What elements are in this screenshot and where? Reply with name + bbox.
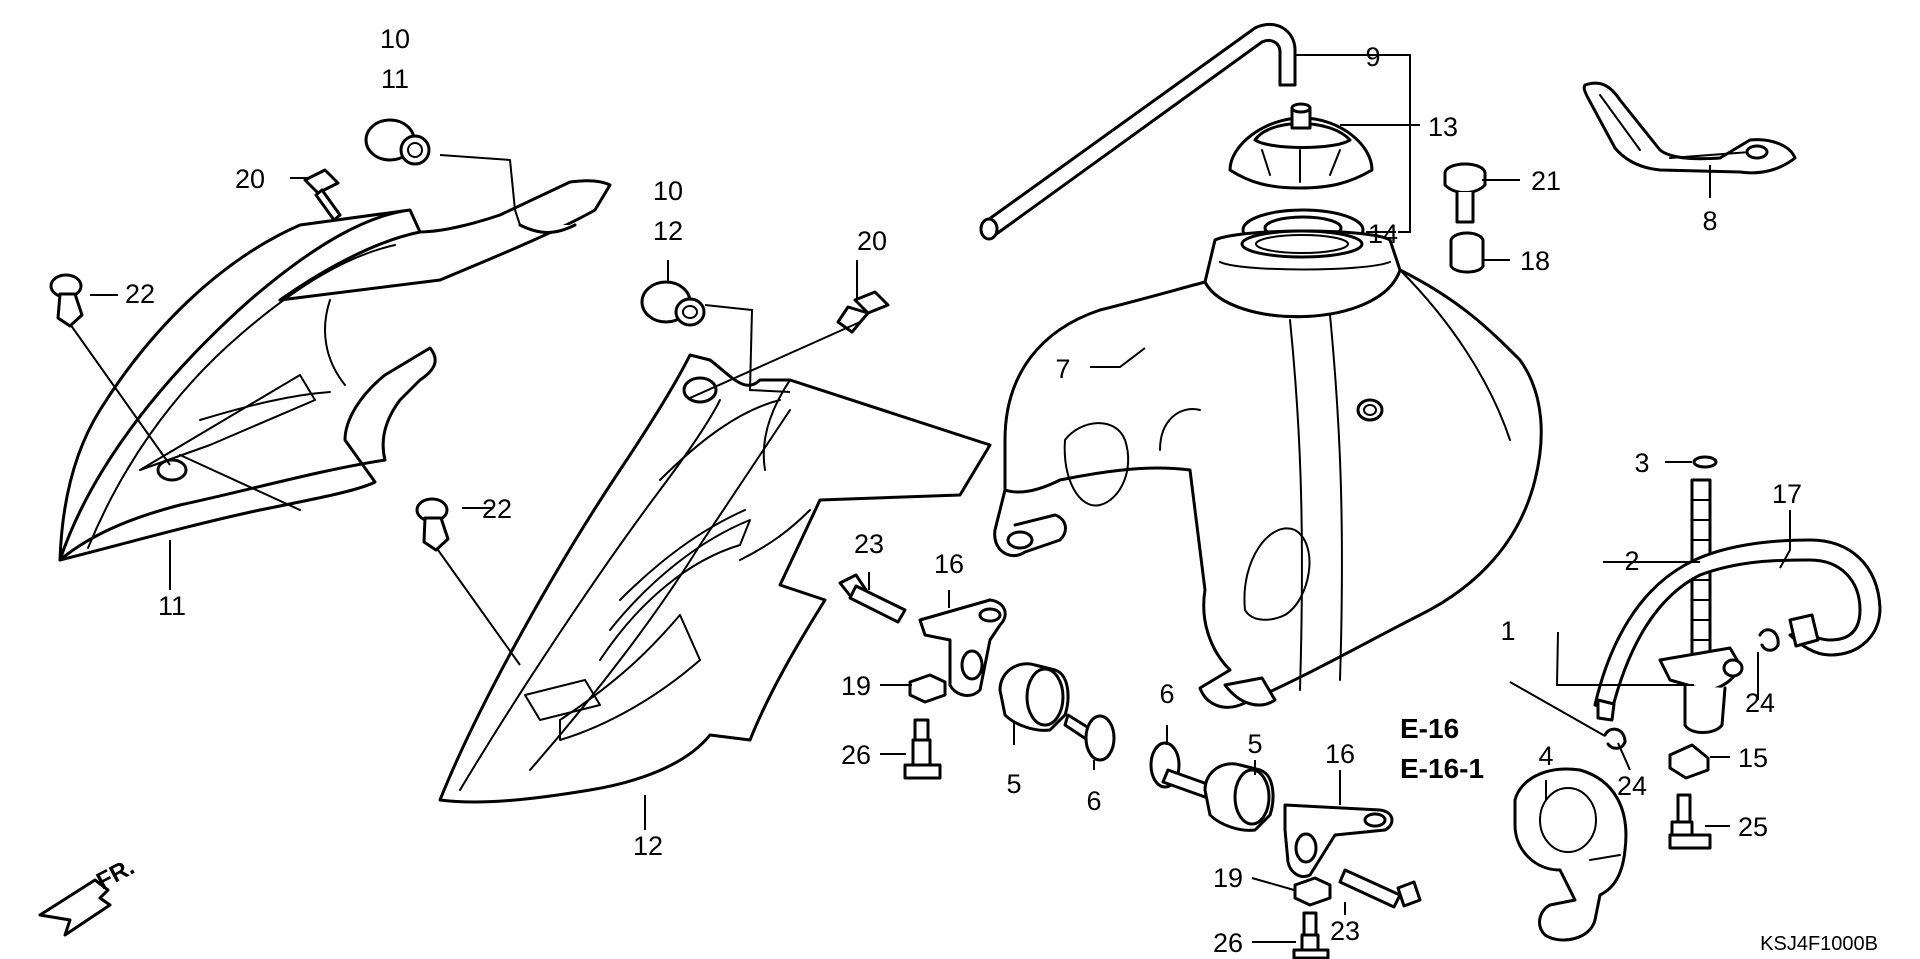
part-25-bolt — [1668, 793, 1712, 850]
callout-25: 25 — [1738, 812, 1768, 842]
part-16-stay-right — [1283, 803, 1394, 878]
part-19-nut-left — [908, 673, 947, 704]
callout-15: 15 — [1738, 743, 1768, 773]
callout-26-right: 26 — [1213, 928, 1243, 958]
callout-18: 18 — [1520, 246, 1550, 276]
reference-label-e16: E-16 — [1400, 713, 1459, 744]
callout-6-left: 6 — [1086, 786, 1101, 816]
part-22-clip-left — [49, 273, 84, 328]
part-23-bolt-right — [1338, 868, 1422, 909]
reference-labels: E-16 E-16-1 — [1400, 713, 1484, 784]
callout-11-lower: 11 — [158, 591, 186, 621]
callout-3: 3 — [1634, 448, 1649, 478]
front-direction-arrow — [38, 878, 112, 937]
callout-5-right: 5 — [1247, 729, 1262, 759]
callout-5-left: 5 — [1006, 769, 1021, 799]
part-1-fuel-cock — [1658, 646, 1744, 734]
part-18-collar — [1449, 231, 1485, 274]
part-5-mount-rubber-right — [1203, 762, 1275, 832]
callout-9: 9 — [1365, 42, 1380, 72]
part-12-front-shroud — [438, 353, 992, 804]
part-24-hose-clip-lower — [1603, 727, 1627, 750]
part-13-fuel-cap — [1228, 102, 1374, 190]
part-10-grommet-lower — [640, 280, 706, 327]
reference-label-e16-1: E-16-1 — [1400, 753, 1484, 784]
part-6-collar-left — [1063, 713, 1116, 762]
callout-8: 8 — [1702, 206, 1717, 236]
part-24-hose-clip-upper — [1758, 628, 1780, 652]
drawing-code: KSJ4F1000B — [1760, 933, 1878, 955]
part-8-bracket — [1582, 81, 1797, 175]
part-4-cock-guard — [1513, 767, 1628, 942]
callout-20-lower: 20 — [857, 226, 887, 256]
part-16-stay-left — [918, 598, 1007, 697]
callout-22-left: 22 — [125, 279, 155, 309]
callout-4: 4 — [1538, 741, 1553, 771]
part-15-bolt — [1668, 743, 1710, 780]
part-5-mount-rubber-left — [998, 662, 1070, 732]
callout-19-left: 19 — [841, 671, 871, 701]
part-20-bolt-lower — [836, 290, 890, 334]
callout-20-upper: 20 — [235, 164, 265, 194]
part-17-fuel-hose — [1593, 538, 1882, 722]
callout-7: 7 — [1055, 354, 1070, 384]
part-6-collar-right — [1149, 741, 1212, 799]
callout-2: 2 — [1624, 546, 1639, 576]
callout-14: 14 — [1368, 219, 1398, 249]
part-10-grommet-upper — [364, 118, 431, 166]
part-9-breather-tube — [979, 22, 1297, 241]
callout-24-lower: 24 — [1617, 771, 1647, 801]
part-11-left-shroud — [58, 179, 612, 562]
callout-16-right: 16 — [1325, 739, 1355, 769]
callout-12-lower: 12 — [633, 831, 663, 861]
part-21-bolt — [1443, 162, 1487, 224]
callout-12-upper: 12 — [653, 216, 683, 246]
callout-26-left: 26 — [841, 740, 871, 770]
callout-19-right: 19 — [1213, 863, 1243, 893]
part-26-bolt-left — [903, 718, 942, 780]
part-3-washer — [1692, 455, 1718, 469]
callout-10-upper: 10 — [380, 24, 410, 54]
callout-6-right: 6 — [1159, 679, 1174, 709]
callout-24-upper: 24 — [1745, 688, 1775, 718]
leader-lines — [69, 54, 1791, 943]
callout-23-left: 23 — [854, 529, 884, 559]
callout-21: 21 — [1531, 166, 1561, 196]
callout-13: 13 — [1428, 112, 1458, 142]
part-26-bolt-right — [1292, 911, 1330, 959]
callout-labels: 10 11 20 22 11 10 12 20 22 12 9 13 14 7 … — [125, 24, 1802, 958]
part-22-clip-right — [415, 497, 450, 552]
callout-16-left: 16 — [934, 549, 964, 579]
callout-11-upper: 11 — [381, 64, 409, 94]
callout-22-right: 22 — [482, 494, 512, 524]
part-20-bolt-upper — [303, 168, 342, 222]
part-7-fuel-tank — [993, 229, 1543, 709]
callout-23-right: 23 — [1330, 916, 1360, 946]
part-23-bolt-left — [838, 573, 907, 624]
callout-17: 17 — [1772, 479, 1802, 509]
part-19-nut-right — [1293, 876, 1332, 907]
callout-10-lower: 10 — [653, 176, 683, 206]
callout-1: 1 — [1500, 616, 1515, 646]
